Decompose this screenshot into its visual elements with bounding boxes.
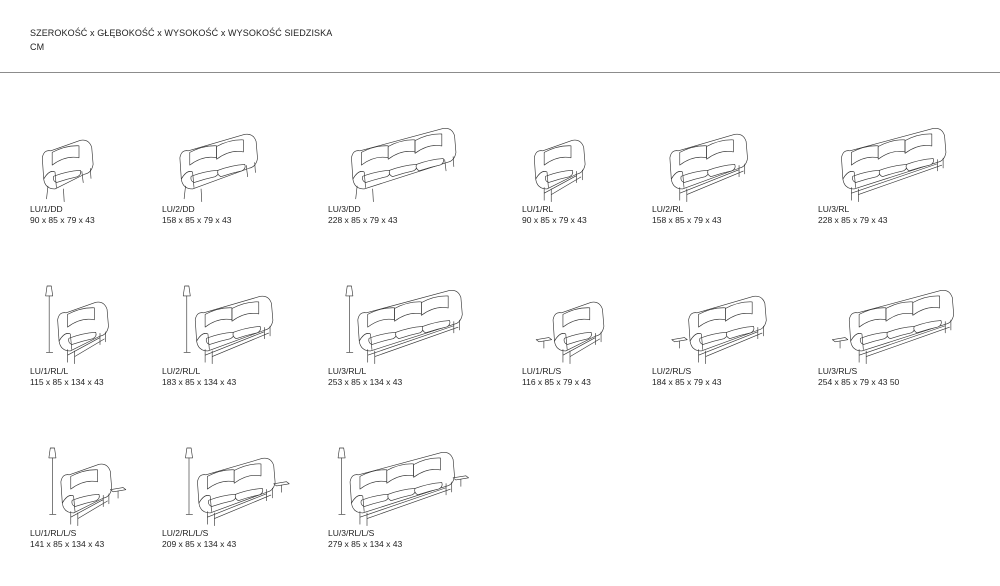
sofa-drawing — [535, 301, 605, 364]
product-dimensions: 158 x 85 x 79 x 43 — [162, 215, 232, 225]
product-code: LU/1/DD — [30, 204, 63, 214]
product-dimensions: 116 x 85 x 79 x 43 — [522, 377, 591, 387]
header-divider — [0, 72, 1000, 73]
sofa-drawing — [831, 289, 955, 364]
product-dimensions: 158 x 85 x 79 x 43 — [652, 215, 722, 225]
dimensions-label: SZEROKOŚĆ x GŁĘBOKOŚĆ x WYSOKOŚĆ x WYSOK… — [30, 28, 333, 38]
product-code: LU/1/RL/L — [30, 366, 69, 376]
product-code: LU/2/DD — [162, 204, 195, 214]
product-code: LU/3/RL/L/S — [328, 528, 375, 538]
product-dimensions: 90 x 85 x 79 x 43 — [30, 215, 95, 225]
unit-label: CM — [30, 42, 45, 52]
sofa-drawing — [669, 133, 748, 202]
product-dimensions: 184 x 85 x 79 x 43 — [652, 377, 722, 387]
sofa-drawing — [533, 139, 586, 202]
product-dimensions: 253 x 85 x 134 x 43 — [328, 377, 403, 387]
sofa-drawing — [48, 447, 127, 526]
product-code: LU/1/RL — [522, 204, 554, 214]
product-code: LU/3/DD — [328, 204, 361, 214]
product-dimensions: 254 x 85 x 79 x 43 50 — [818, 377, 900, 387]
product-code: LU/3/RL/L — [328, 366, 367, 376]
product-dimensions: 228 x 85 x 79 x 43 — [818, 215, 888, 225]
sofa-drawing — [351, 127, 457, 202]
sofa-drawing — [345, 285, 463, 364]
product-dimensions: 228 x 85 x 79 x 43 — [328, 215, 398, 225]
product-code: LU/1/RL/L/S — [30, 528, 77, 538]
product-dimensions: 115 x 85 x 134 x 43 — [30, 377, 104, 387]
product-code: LU/2/RL/L/S — [162, 528, 209, 538]
sofa-drawing — [179, 133, 258, 202]
product-dimensions: 141 x 85 x 134 x 43 — [30, 539, 105, 549]
product-code: LU/2/RL/S — [652, 366, 692, 376]
product-dimensions: 183 x 85 x 134 x 43 — [162, 377, 237, 387]
product-code: LU/2/RL — [652, 204, 684, 214]
product-dimensions: 90 x 85 x 79 x 43 — [522, 215, 587, 225]
dimensions-header: SZEROKOŚĆ x GŁĘBOKOŚĆ x WYSOKOŚĆ x WYSOK… — [30, 26, 332, 54]
product-code: LU/3/RL — [818, 204, 850, 214]
product-dimensions: 279 x 85 x 134 x 43 — [328, 539, 403, 549]
sofa-drawing — [841, 127, 947, 202]
product-code: LU/2/RL/L — [162, 366, 201, 376]
sofa-drawing — [671, 295, 767, 364]
sofa-drawing — [185, 447, 290, 526]
sofa-drawing — [41, 139, 94, 202]
sofa-drawing — [337, 447, 469, 526]
sofa-drawing — [45, 285, 109, 364]
product-code: LU/1/RL/S — [522, 366, 562, 376]
product-code: LU/3/RL/S — [818, 366, 858, 376]
sofa-drawing — [182, 285, 274, 364]
product-dimensions: 209 x 85 x 134 x 43 — [162, 539, 237, 549]
